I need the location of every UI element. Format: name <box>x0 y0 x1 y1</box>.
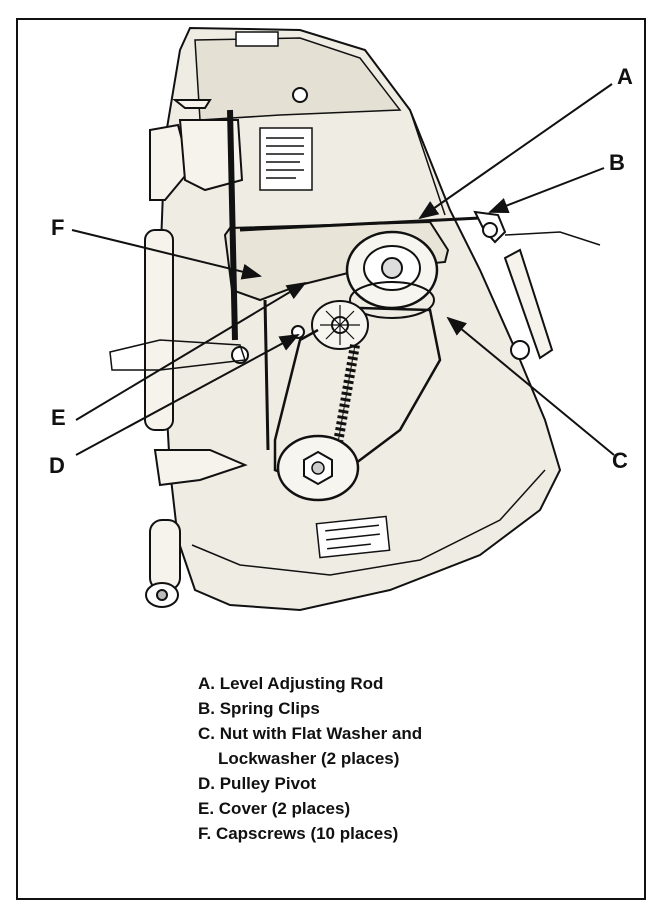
legend-item-b: B. Spring Clips <box>198 699 320 718</box>
leader-b <box>488 167 605 213</box>
warning-decal <box>235 31 279 47</box>
deck-top-panel <box>194 37 402 121</box>
leader-e <box>75 281 307 421</box>
callout-a: A <box>617 64 633 89</box>
callout-d: D <box>49 453 65 478</box>
callout-e: E <box>51 405 66 430</box>
legend-item-c-continued: Lockwasher (2 places) <box>218 749 400 768</box>
leader-f <box>71 229 262 280</box>
right-link-arm <box>503 248 554 360</box>
leader-d <box>75 334 300 456</box>
figure-border <box>16 18 646 900</box>
legend-item-c: C. Nut with Flat Washer and <box>198 724 423 743</box>
callout-f: F <box>51 215 65 240</box>
legend-item-f: F. Capscrews (10 places) <box>198 824 399 843</box>
callout-b: B <box>609 150 625 175</box>
callout-c: C <box>612 448 628 473</box>
legend-item-d: D. Pulley Pivot <box>198 774 317 793</box>
legend-item-e: E. Cover (2 places) <box>198 799 351 818</box>
legend-item-a: A. Level Adjusting Rod <box>198 674 384 693</box>
left-lift-linkage <box>144 99 270 608</box>
leader-a <box>418 83 613 220</box>
deck-skirt <box>191 469 546 576</box>
level-adjusting-rod <box>239 216 481 232</box>
leader-c <box>446 316 615 456</box>
parts-legend: A. Level Adjusting Rod B. Spring Clips C… <box>198 671 422 846</box>
